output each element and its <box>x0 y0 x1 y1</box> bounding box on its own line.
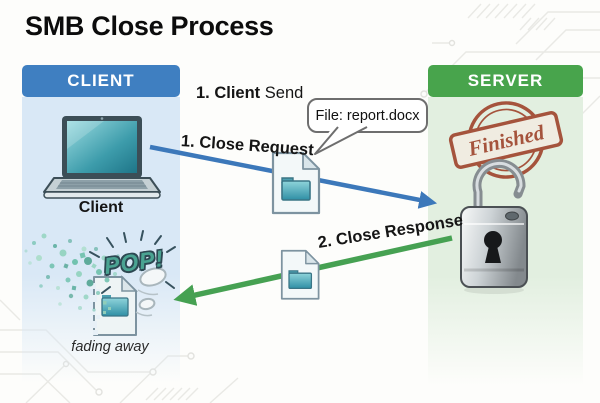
step-note: 1. Client Send <box>196 84 303 103</box>
laptop-icon <box>43 116 161 199</box>
client-panel-title: CLIENT <box>67 71 135 90</box>
speech-bubble-tail <box>313 125 369 155</box>
file-bubble-text: File: report.docx <box>315 107 420 124</box>
pop-burst-lines <box>89 230 176 294</box>
fading-away-label: fading away <box>71 339 149 355</box>
step-note-bold: 1. Client <box>196 84 261 102</box>
server-panel-title: SERVER <box>467 71 544 90</box>
page-title: SMB Close Process <box>25 11 274 41</box>
step-note-rest: Send <box>260 84 304 102</box>
dissolving-file-icon <box>24 230 176 336</box>
open-padlock-icon <box>460 158 528 294</box>
file-speech-bubble: File: report.docx <box>307 98 428 133</box>
file-document-icon-request <box>271 151 321 215</box>
file-document-icon-response <box>280 249 320 300</box>
poof-bubbles <box>135 267 167 317</box>
finished-stamp-icon: Finished <box>448 101 564 179</box>
server-panel-header: SERVER <box>428 65 583 97</box>
client-device-label: Client <box>78 199 124 216</box>
client-panel-header: CLIENT <box>22 65 180 97</box>
dissolve-particles <box>24 233 124 312</box>
